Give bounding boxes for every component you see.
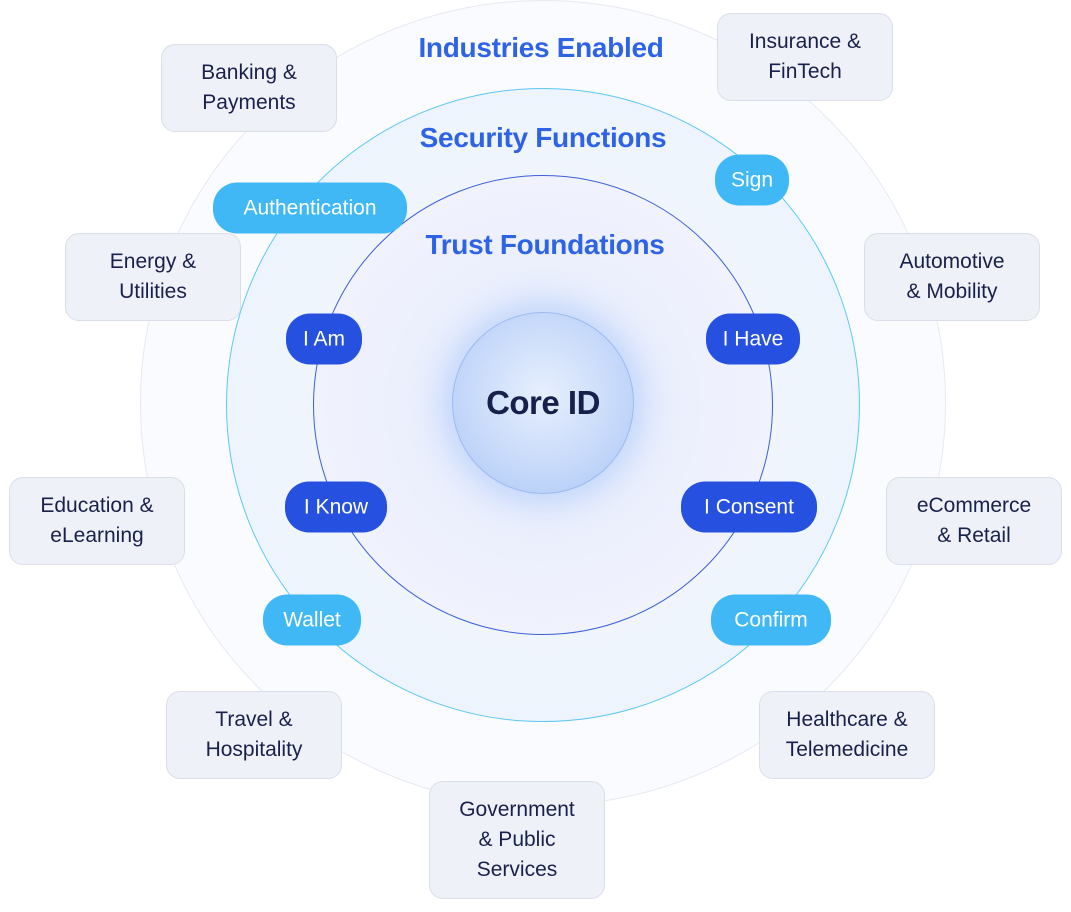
industry-card-line: Utilities <box>119 280 187 303</box>
industry-card-line: Government <box>459 798 575 821</box>
trust-pill-i-am: I Am <box>286 313 362 365</box>
industry-card-line: FinTech <box>768 60 842 83</box>
industry-card-line: Education & <box>40 494 154 517</box>
industry-card-line: Travel & <box>215 708 293 731</box>
industry-card-line: Healthcare & <box>786 708 908 731</box>
security-functions-title: Security Functions <box>419 122 667 153</box>
industry-card-line: & Retail <box>937 524 1011 547</box>
core-id-circle: Core ID <box>452 312 634 494</box>
industry-card-automotive: Automotive & Mobility <box>864 233 1040 321</box>
industry-card-ecommerce: eCommerce & Retail <box>886 477 1062 565</box>
industry-card-banking: Banking & Payments <box>161 44 337 132</box>
security-pill-authentication: Authentication <box>213 182 407 234</box>
industry-card-education: Education & eLearning <box>9 477 185 565</box>
industry-card-insurance: Insurance & FinTech <box>717 13 893 101</box>
industry-card-line: Telemedicine <box>785 738 909 761</box>
industry-card-line: Insurance & <box>748 30 862 53</box>
industry-card-line: Payments <box>202 91 296 114</box>
industry-card-energy: Energy & Utilities <box>65 233 241 321</box>
trust-pill-i-consent: I Consent <box>681 481 817 533</box>
industry-card-line: eLearning <box>50 524 144 547</box>
core-id-label: Core ID <box>486 384 600 421</box>
industry-card-travel: Travel & Hospitality <box>166 691 342 779</box>
industry-card-line: Energy & <box>109 250 197 273</box>
industry-card-line: Automotive <box>899 250 1005 273</box>
industry-card-line: Banking & <box>201 61 297 84</box>
industry-card-line: eCommerce <box>916 494 1032 517</box>
security-pill-confirm: Confirm <box>711 594 831 646</box>
trust-pill-i-know: I Know <box>285 481 387 533</box>
industry-card-line: Services <box>476 858 558 881</box>
industries-title: Industries Enabled <box>418 32 664 63</box>
trust-pill-i-have: I Have <box>706 313 800 365</box>
security-pill-wallet: Wallet <box>263 594 361 646</box>
trust-foundations-title: Trust Foundations <box>425 229 665 260</box>
security-pill-sign: Sign <box>715 154 789 206</box>
industry-card-line: & Public <box>478 828 556 851</box>
industry-card-healthcare: Healthcare & Telemedicine <box>759 691 935 779</box>
industry-card-line: & Mobility <box>906 280 998 303</box>
industry-card-line: Hospitality <box>205 738 303 761</box>
